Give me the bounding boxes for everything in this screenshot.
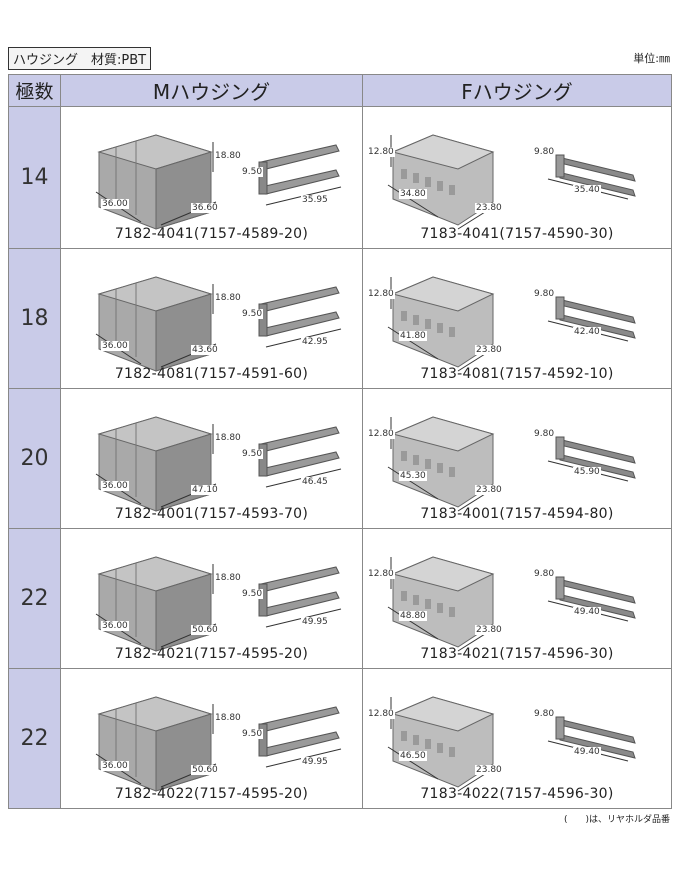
- table-row: 18 18.80 36.00 43.60 9.50 42.95 7182-408…: [8, 248, 672, 389]
- holder-height-dim: 9.80: [533, 147, 556, 157]
- table-row: 20 18.80 36.00 47.10 9.50 46.45 7182-400…: [8, 388, 672, 529]
- holder-length-dim: 49.95: [301, 617, 329, 627]
- f-width-dim: 34.80: [399, 189, 427, 199]
- f-depth-dim: 23.80: [475, 485, 503, 495]
- f-housing-cell: 12.80 48.80 23.80 9.80 49.40 7183-4021(7…: [362, 528, 672, 669]
- f-height-dim: 12.80: [367, 709, 395, 719]
- m-part-number: 7182-4001(7157-4593-70): [114, 506, 309, 522]
- f-width-dim: 48.80: [399, 611, 427, 621]
- m-width-dim: 36.00: [101, 199, 129, 209]
- pole-count: 14: [8, 106, 61, 249]
- m-housing-cell: 18.80 36.00 43.60 9.50 42.95 7182-4081(7…: [60, 248, 363, 389]
- f-depth-dim: 23.80: [475, 203, 503, 213]
- unit-label: 単位:㎜: [633, 52, 670, 65]
- holder-height-dim: 9.50: [241, 167, 264, 177]
- m-height-dim: 18.80: [214, 151, 242, 161]
- table-row: 22 18.80 36.00 50.60 9.50 49.95 7182-402…: [8, 528, 672, 669]
- m-width-dim: 36.00: [101, 761, 129, 771]
- header-poles: 極数: [8, 74, 61, 107]
- m-part-number: 7182-4041(7157-4589-20): [114, 226, 309, 242]
- f-housing-drawing: [387, 696, 636, 792]
- f-height-dim: 12.80: [367, 147, 395, 157]
- holder-length-dim: 35.95: [301, 195, 329, 205]
- footnote: ( )は、リヤホルダ品番: [563, 815, 670, 825]
- f-height-dim: 12.80: [367, 289, 395, 299]
- m-length-dim: 47.10: [191, 485, 219, 495]
- header-f-housing: Fハウジング: [362, 74, 672, 107]
- table-row: 22 18.80 36.00 50.60 9.50 49.95 7182-402…: [8, 668, 672, 809]
- holder-length-dim: 42.40: [573, 327, 601, 337]
- m-part-number: 7182-4081(7157-4591-60): [114, 366, 309, 382]
- holder-length-dim: 49.95: [301, 757, 329, 767]
- f-housing-cell: 12.80 45.30 23.80 9.80 45.90 7183-4001(7…: [362, 388, 672, 529]
- holder-height-dim: 9.80: [533, 709, 556, 719]
- holder-height-dim: 9.80: [533, 569, 556, 579]
- m-part-number: 7182-4022(7157-4595-20): [114, 786, 309, 802]
- f-housing-cell: 12.80 41.80 23.80 9.80 42.40 7183-4081(7…: [362, 248, 672, 389]
- holder-height-dim: 9.50: [241, 589, 264, 599]
- pole-count: 22: [8, 528, 61, 669]
- m-housing-cell: 18.80 36.00 47.10 9.50 46.45 7182-4001(7…: [60, 388, 363, 529]
- f-housing-drawing: [387, 276, 636, 372]
- table-row: 14 18.80 36.00 36.60 9.50 35.95 7182-404…: [8, 106, 672, 249]
- housing-table: 極数 Mハウジング Fハウジング 14 18.80 36.00 36.60 9.…: [8, 74, 672, 809]
- holder-length-dim: 49.40: [573, 607, 601, 617]
- m-housing-cell: 18.80 36.00 36.60 9.50 35.95 7182-4041(7…: [60, 106, 363, 249]
- m-length-dim: 36.60: [191, 203, 219, 213]
- m-height-dim: 18.80: [214, 293, 242, 303]
- m-housing-cell: 18.80 36.00 50.60 9.50 49.95 7182-4021(7…: [60, 528, 363, 669]
- f-housing-cell: 12.80 34.80 23.80 9.80 35.40 7183-4041(7…: [362, 106, 672, 249]
- holder-length-dim: 45.90: [573, 467, 601, 477]
- f-depth-dim: 23.80: [475, 625, 503, 635]
- f-housing-drawing: [387, 416, 636, 512]
- m-width-dim: 36.00: [101, 621, 129, 631]
- f-depth-dim: 23.80: [475, 765, 503, 775]
- f-width-dim: 45.30: [399, 471, 427, 481]
- f-housing-drawing: [387, 556, 636, 652]
- holder-height-dim: 9.50: [241, 449, 264, 459]
- m-length-dim: 43.60: [191, 345, 219, 355]
- holder-height-dim: 9.80: [533, 289, 556, 299]
- m-housing-cell: 18.80 36.00 50.60 9.50 49.95 7182-4022(7…: [60, 668, 363, 809]
- f-width-dim: 46.50: [399, 751, 427, 761]
- f-height-dim: 12.80: [367, 569, 395, 579]
- m-length-dim: 50.60: [191, 765, 219, 775]
- f-width-dim: 41.80: [399, 331, 427, 341]
- holder-length-dim: 42.95: [301, 337, 329, 347]
- f-housing-drawing: [387, 134, 636, 230]
- section-title: ハウジング 材質:PBT: [8, 47, 152, 70]
- m-height-dim: 18.80: [214, 433, 242, 443]
- m-length-dim: 50.60: [191, 625, 219, 635]
- f-height-dim: 12.80: [367, 429, 395, 439]
- m-width-dim: 36.00: [101, 341, 129, 351]
- f-part-number: 7183-4081(7157-4592-10): [420, 366, 614, 382]
- m-height-dim: 18.80: [214, 713, 242, 723]
- pole-count: 18: [8, 248, 61, 389]
- holder-length-dim: 49.40: [573, 747, 601, 757]
- holder-length-dim: 35.40: [573, 185, 601, 195]
- f-part-number: 7183-4021(7157-4596-30): [420, 646, 614, 662]
- pole-count: 20: [8, 388, 61, 529]
- holder-length-dim: 46.45: [301, 477, 329, 487]
- m-width-dim: 36.00: [101, 481, 129, 491]
- holder-height-dim: 9.50: [241, 729, 264, 739]
- f-depth-dim: 23.80: [475, 345, 503, 355]
- pole-count: 22: [8, 668, 61, 809]
- holder-height-dim: 9.80: [533, 429, 556, 439]
- f-part-number: 7183-4041(7157-4590-30): [420, 226, 614, 242]
- m-part-number: 7182-4021(7157-4595-20): [114, 646, 309, 662]
- m-height-dim: 18.80: [214, 573, 242, 583]
- header-m-housing: Mハウジング: [60, 74, 363, 107]
- f-housing-cell: 12.80 46.50 23.80 9.80 49.40 7183-4022(7…: [362, 668, 672, 809]
- f-part-number: 7183-4022(7157-4596-30): [420, 786, 614, 802]
- f-part-number: 7183-4001(7157-4594-80): [420, 506, 614, 522]
- holder-height-dim: 9.50: [241, 309, 264, 319]
